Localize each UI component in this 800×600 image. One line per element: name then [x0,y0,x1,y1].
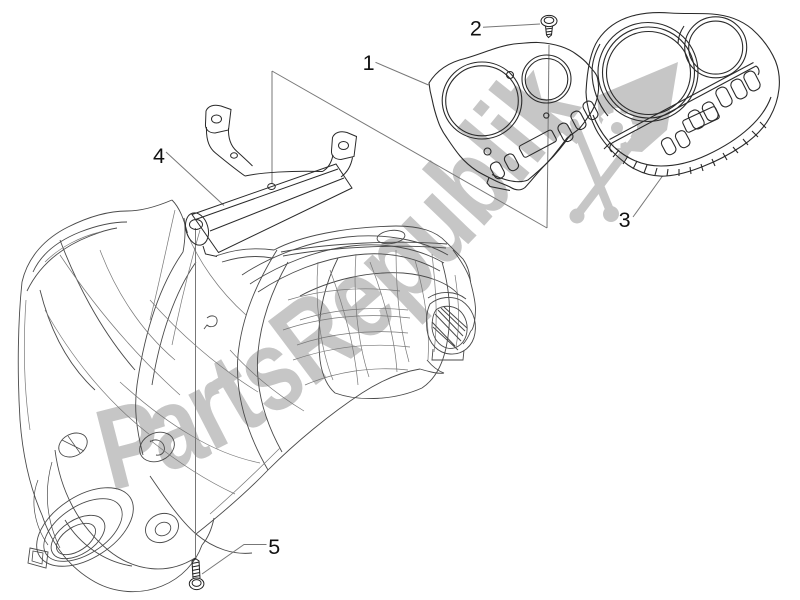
svg-text:4: 4 [153,144,165,168]
svg-text:3: 3 [619,208,631,232]
svg-text:5: 5 [268,535,280,559]
svg-text:2: 2 [470,17,482,41]
svg-text:1: 1 [363,51,375,75]
